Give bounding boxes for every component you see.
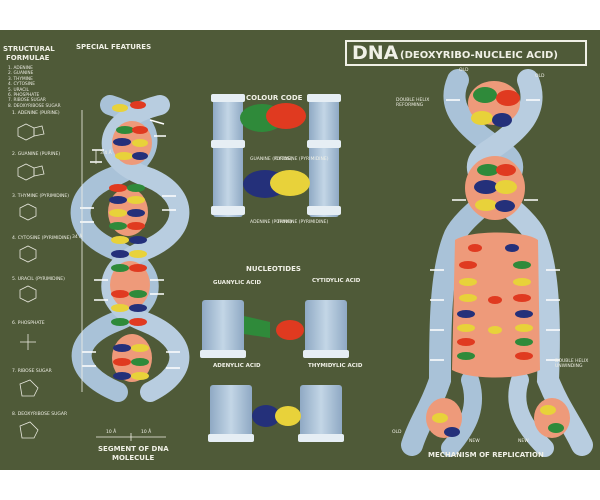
thymine-label: THYMINE (PYRIMIDINE): [277, 220, 329, 225]
formula-label: 4. CYTOSINE (PYRIMIDINE): [12, 236, 72, 241]
adenylic-base: [252, 405, 280, 427]
new-label-right: NEW: [518, 439, 529, 444]
cytosine-block: [266, 103, 306, 129]
nucleotides-heading: NUCLEOTIDES: [246, 265, 301, 273]
old-label-top-left: OLD: [459, 68, 469, 73]
cytidylic-base: [276, 320, 304, 340]
formula-label: 8. DEOXYRIBOSE SUGAR: [12, 412, 68, 417]
cytidylic-label: CYTIDYLIC ACID: [312, 278, 361, 284]
title-frame: [345, 40, 587, 66]
thymidylic-label: THYMIDYLIC ACID: [308, 363, 363, 369]
replication-model: [401, 69, 593, 457]
list-item: 6. PHOSPHATE: [8, 93, 40, 99]
list-item: 4. CYTOSINE: [8, 82, 35, 88]
spacing-label: 3.4 Å: [100, 151, 112, 156]
guanylic-label: GUANYLIC ACID: [213, 280, 262, 286]
replication-ticks: [430, 99, 560, 361]
replication-strand-inner-right: [508, 371, 554, 457]
formula-label: 1. ADENINE (PURINE): [12, 111, 60, 116]
formula-label: 6. PHOSPHATE: [12, 321, 45, 326]
thymidylic-base: [275, 406, 301, 426]
double-helix-reforming-label: DOUBLE HELIX REFORMING: [396, 98, 430, 108]
replication-bases: [432, 87, 564, 437]
special-features-heading: SPECIAL FEATURES: [76, 43, 152, 51]
guanine-label: GUANINE (PURINE): [250, 157, 293, 162]
formula-label: 7. RIBOSE SUGAR: [12, 369, 52, 374]
width-left-label: 10 Å: [106, 430, 117, 435]
nucleotides-model: [200, 300, 349, 442]
adenylic-label: ADENYLIC ACID: [213, 363, 261, 369]
formula-label: 3. THYMINE (PYRIMIDINE): [12, 194, 69, 199]
pitch-label: 34 Å: [72, 235, 83, 240]
list-item: 7. RIBOSE SUGAR: [8, 98, 46, 104]
page-subtitle: (DEOXYRIBO-NUCLEIC ACID): [400, 50, 558, 61]
old-label-bottom: OLD: [392, 430, 402, 435]
dimension-lines: [81, 110, 166, 441]
segment-caption-line1: SEGMENT OF DNA: [98, 445, 169, 453]
replication-strand-right: [466, 69, 593, 456]
list-item: 5. URACIL: [8, 87, 29, 93]
cytosine-label: CYTOSINE (PYRIMIDINE): [275, 157, 329, 162]
formula-label: 2. GUANINE (PURINE): [12, 152, 61, 157]
list-item: 2. GUANINE: [8, 71, 34, 77]
base-pairs: [109, 101, 149, 380]
dna-segment-helix: [70, 95, 190, 441]
new-label-left: NEW: [469, 439, 480, 444]
replication-strand-inner-left: [441, 371, 483, 457]
list-item: 1. ADENINE: [8, 66, 33, 71]
structural-heading-line1: STRUCTURAL: [3, 45, 55, 53]
thymine-block: [270, 170, 310, 196]
double-helix-unwinding-label: DOUBLE HELIX UNWINDING: [555, 359, 589, 369]
formula-label: 5. URACIL (PYRIMIDINE): [12, 277, 65, 282]
width-right-label: 10 Å: [141, 430, 152, 435]
structural-heading-line2: FORMULAE: [6, 54, 50, 62]
page-title: DNA: [352, 42, 399, 64]
list-item: 8. DEOXYRIBOSE SUGAR: [8, 103, 61, 109]
replication-strand-left: [401, 69, 524, 456]
old-label-top-right: OLD: [535, 74, 545, 79]
guanylic-base: [244, 316, 270, 338]
structural-formula-sketches: [17, 123, 45, 439]
colour-code-heading: COLOUR CODE: [246, 94, 303, 102]
adenine-label: ADENINE (PURINE): [250, 220, 292, 225]
replication-caption: MECHANISM OF REPLICATION: [428, 451, 544, 459]
colour-code-model: [211, 94, 341, 217]
segment-caption-line2: MOLECULE: [112, 454, 155, 462]
structural-list: 1. ADENINE 2. GUANINE 3. THYMINE 4. CYTO…: [8, 66, 61, 109]
list-item: 3. THYMINE: [8, 76, 33, 82]
